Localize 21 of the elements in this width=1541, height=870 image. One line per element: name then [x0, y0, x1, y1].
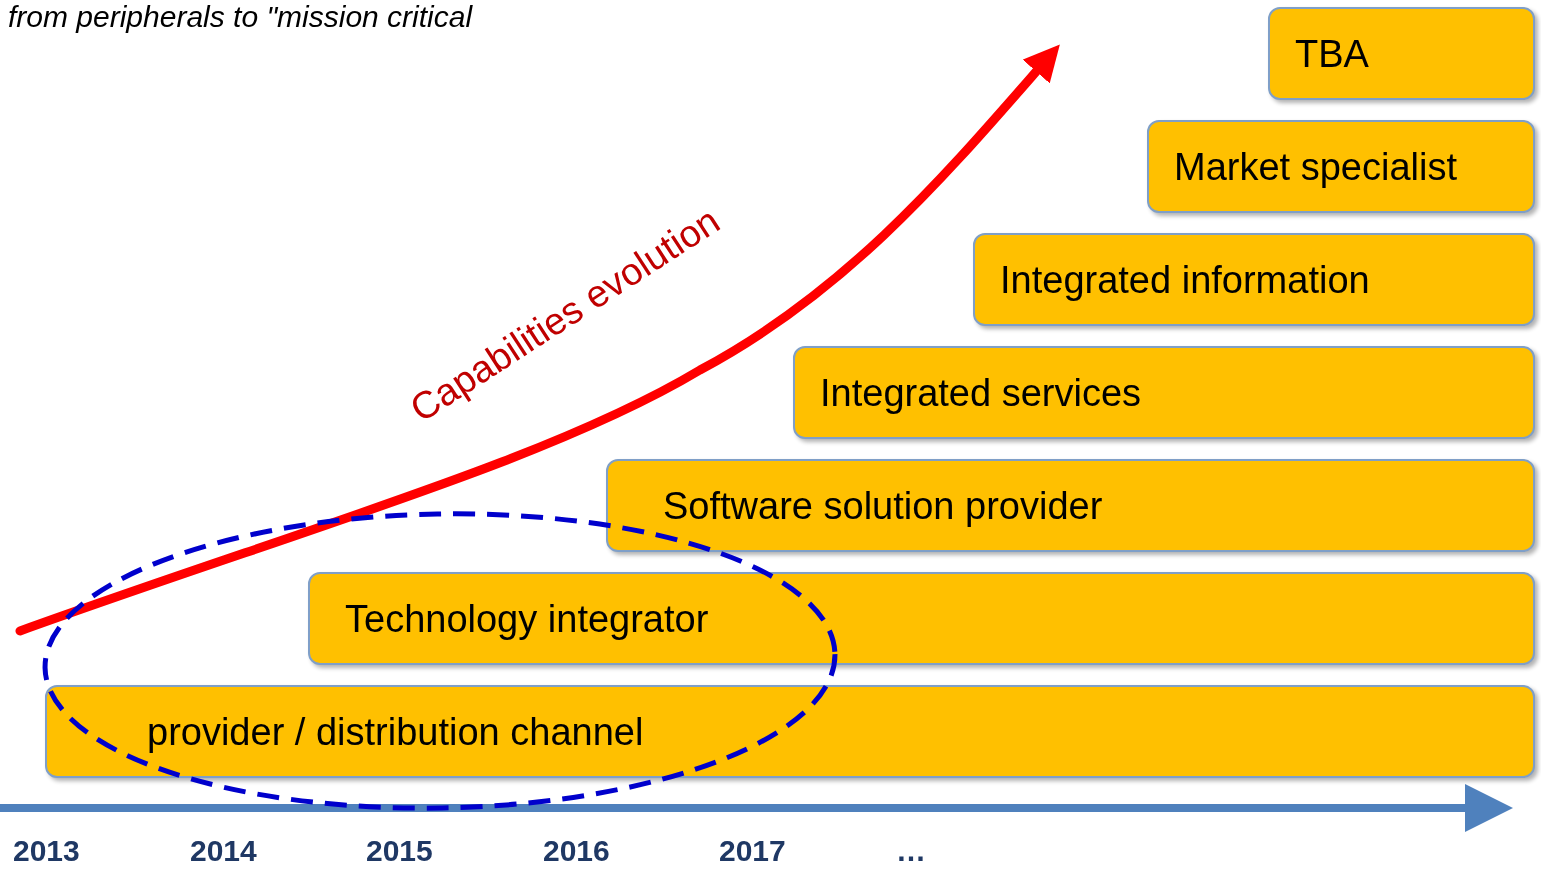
- stage-box: [308, 572, 1535, 665]
- stage-box: [45, 685, 1535, 778]
- stage-label: provider / distribution channel: [147, 710, 644, 753]
- stage-box: [606, 459, 1535, 552]
- year-label: …: [896, 834, 926, 868]
- year-label: 2017: [719, 834, 786, 868]
- stage-label: TBA: [1295, 32, 1369, 75]
- stage-box: [973, 233, 1535, 326]
- title: from peripherals to "mission critical: [8, 0, 473, 34]
- stage-label: Software solution provider: [663, 484, 1103, 527]
- stage-box: [1268, 7, 1535, 100]
- year-label: 2016: [543, 834, 610, 868]
- stage-box: [1147, 120, 1535, 213]
- stage-box: [793, 346, 1535, 439]
- stage-label: Market specialist: [1174, 145, 1457, 188]
- year-label: 2013: [13, 834, 80, 868]
- stage-label: Integrated services: [820, 371, 1142, 414]
- stage-label: Technology integrator: [345, 597, 709, 640]
- year-label: 2015: [366, 834, 433, 868]
- year-label: 2014: [190, 834, 257, 868]
- stage-label: Integrated information: [1000, 258, 1370, 301]
